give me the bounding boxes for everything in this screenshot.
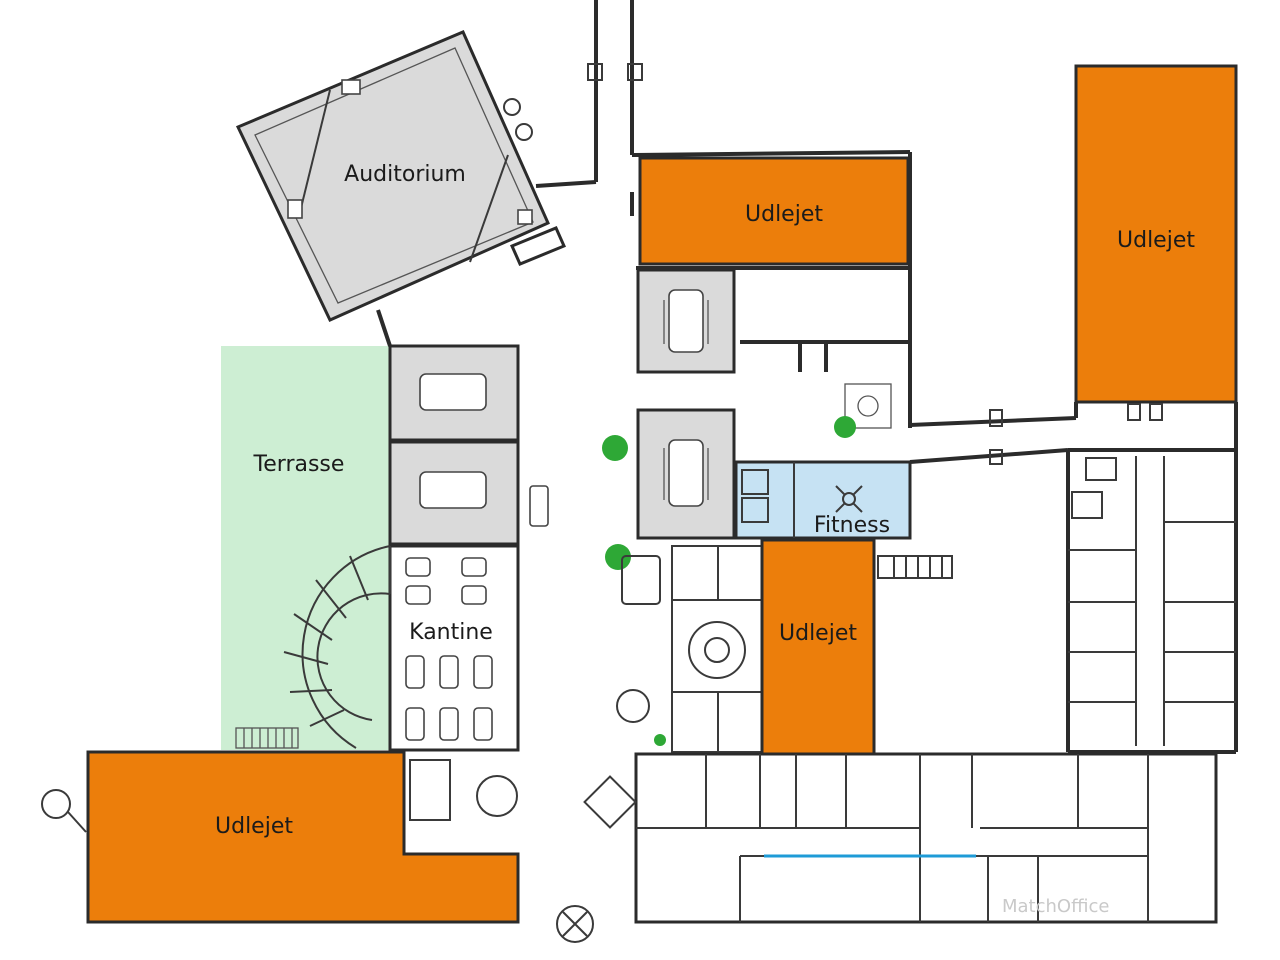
terrace-area bbox=[221, 346, 389, 750]
watermark: MatchOffice bbox=[1002, 896, 1109, 917]
east-wing-walls bbox=[1066, 402, 1238, 754]
round-columns bbox=[503, 98, 533, 141]
rented-label-top-middle: Udlejet bbox=[745, 202, 823, 227]
rented-label-top-right: Udlejet bbox=[1117, 228, 1195, 253]
fitness-label: Fitness bbox=[814, 513, 890, 538]
north-door bbox=[587, 63, 643, 81]
spiral-staircase bbox=[283, 545, 391, 749]
terrace-railing bbox=[235, 727, 299, 749]
east-stair bbox=[877, 555, 953, 579]
corridor-doors bbox=[989, 403, 1163, 465]
south-wing bbox=[634, 752, 1218, 924]
east-corridor bbox=[909, 416, 1077, 464]
auditorium-label: Auditorium bbox=[344, 162, 466, 187]
dumbbell-icon bbox=[835, 485, 863, 513]
east-wing-rooms bbox=[1068, 456, 1236, 746]
plant bbox=[654, 734, 666, 746]
canteen-tables bbox=[405, 485, 549, 741]
terrace-label: Terrasse bbox=[253, 452, 345, 477]
rented-unit-top-right bbox=[1074, 64, 1238, 404]
auditorium-room bbox=[235, 30, 566, 322]
reception-core bbox=[616, 545, 763, 753]
plant bbox=[602, 435, 628, 461]
north-corridor bbox=[535, 0, 634, 188]
plant bbox=[605, 544, 631, 570]
fitness-room bbox=[734, 460, 912, 540]
plant bbox=[834, 416, 856, 438]
rented-unit-center bbox=[760, 538, 876, 756]
rented-label-bottom-left: Udlejet bbox=[215, 814, 293, 839]
walls-upper-middle bbox=[630, 150, 912, 428]
rented-label-center: Udlejet bbox=[779, 621, 857, 646]
canteen-label: Kantine bbox=[409, 620, 493, 645]
corner-stair bbox=[41, 789, 87, 833]
entrance-marks bbox=[409, 759, 637, 943]
rented-unit-bottom-left bbox=[86, 750, 520, 924]
rented-unit-top-middle bbox=[638, 156, 910, 266]
